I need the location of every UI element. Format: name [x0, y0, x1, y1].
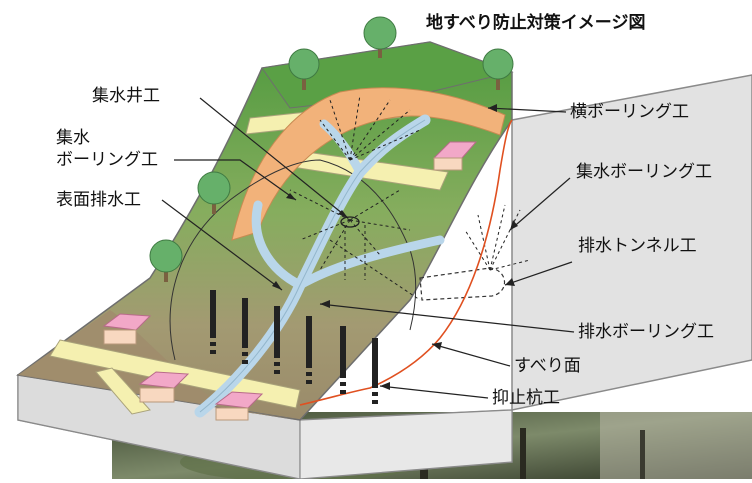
- label-restraint-piles: 抑止杭工: [492, 388, 560, 408]
- diagram-title: 地すべり防止対策イメージ図: [426, 13, 646, 33]
- label-collection-boring-left-line2: ボーリング工: [56, 150, 158, 170]
- tree-icon: [197, 171, 231, 214]
- block-right-face: [511, 74, 752, 411]
- house-icon: [138, 371, 190, 403]
- slip-surface: [299, 119, 513, 406]
- label-drainage-boring: 排水ボーリング工: [578, 322, 714, 342]
- house-icon: [432, 141, 478, 171]
- tree-icon: [149, 239, 183, 282]
- label-horizontal-boring: 横ボーリング工: [570, 102, 689, 122]
- landslide-mass: [231, 87, 506, 241]
- top-plateau: [261, 41, 514, 109]
- leader-lines: [161, 97, 575, 399]
- label-surface-drainage: 表面排水工: [56, 190, 141, 210]
- tree-icon: [363, 16, 397, 58]
- label-collection-boring-right: 集水ボーリング工: [576, 162, 712, 182]
- tree-icon: [482, 48, 514, 90]
- label-drainage-tunnel: 排水トンネル工: [578, 236, 697, 256]
- boring-dashed-lines: [289, 94, 531, 301]
- landslide-boundary: [169, 159, 417, 361]
- house-icon: [214, 391, 264, 421]
- drainage-tunnel: [419, 267, 506, 301]
- restraint-piles: [210, 290, 378, 404]
- label-collection-boring-left-line1: 集水: [56, 128, 90, 148]
- collection-well: [340, 216, 360, 228]
- label-collection-well: 集水井工: [92, 86, 160, 106]
- tree-icon: [288, 48, 320, 90]
- label-slip-surface: すべり面: [514, 356, 581, 376]
- house-icon: [102, 313, 152, 345]
